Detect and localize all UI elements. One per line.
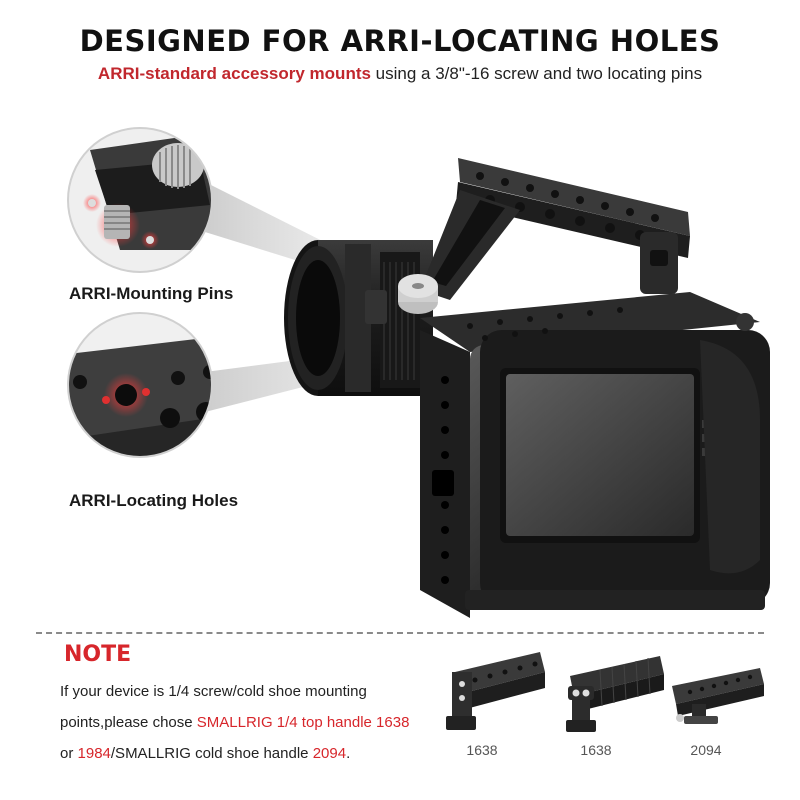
top-handle (398, 158, 690, 314)
section-divider (36, 632, 764, 634)
note-segment: If your device is 1/4 screw/cold shoe mo… (60, 683, 367, 731)
callout-locating-holes (67, 312, 213, 458)
handle-caption-1638-b: 1638 (580, 742, 612, 758)
page-subtitle: ARRI-standard accessory mounts using a 3… (0, 64, 800, 84)
note-title: NOTE (64, 642, 132, 667)
note-segment: . (346, 745, 351, 762)
camera-cage (420, 292, 770, 618)
page-title: DESIGNED FOR ARRI-LOCATING HOLES (79, 24, 721, 58)
note-body: If your device is 1/4 screw/cold shoe mo… (60, 676, 420, 769)
note-segment-highlight: 1984 (77, 745, 111, 762)
camera-lens (284, 240, 433, 396)
callout-mounting-pins (67, 127, 213, 273)
note-segment: or (60, 745, 78, 762)
handle-caption-2094: 2094 (690, 742, 722, 758)
note-segment-highlight: SMALLRIG 1/4 top handle 1638 (196, 714, 410, 731)
handle-1638-b (566, 656, 664, 732)
label-mounting-pins: ARRI-Mounting Pins (69, 284, 234, 303)
handle-1638-a (446, 652, 545, 730)
subtitle-rest: using a 3/8"-16 screw and two locating p… (370, 64, 703, 83)
subtitle-accent: ARRI-standard accessory mounts (97, 64, 371, 83)
note-segment-highlight: 2094 (312, 745, 347, 762)
handle-2094 (672, 668, 764, 724)
handle-caption-1638-a: 1638 (466, 742, 498, 758)
note-segment: /SMALLRIG cold shoe handle (110, 745, 313, 762)
label-locating-holes: ARRI-Locating Holes (69, 491, 239, 510)
